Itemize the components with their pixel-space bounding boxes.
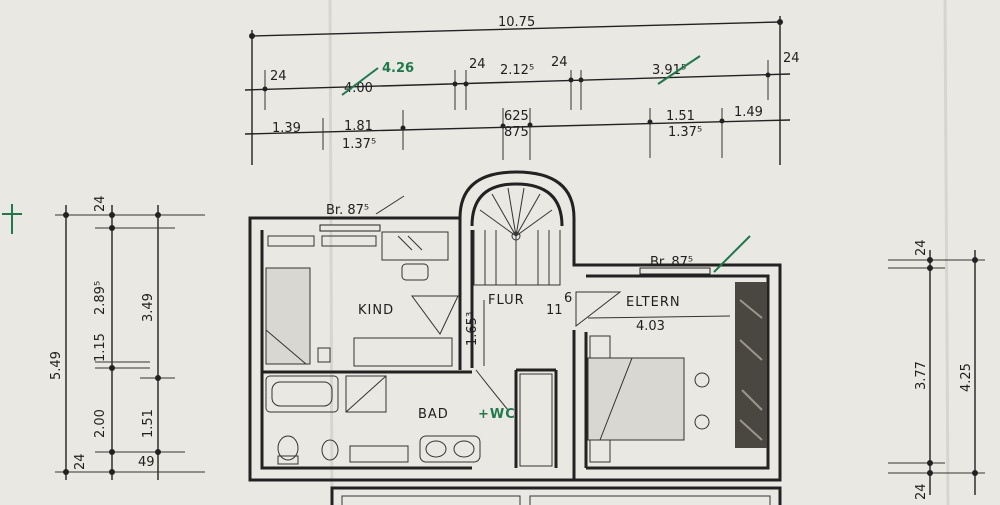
- top-dimension-lines: [244, 16, 791, 165]
- flur-steps: 11: [546, 303, 563, 318]
- dim-24c: 24: [551, 55, 568, 70]
- right-dimension-lines: [888, 250, 985, 495]
- dim-1375a: 1.37⁵: [342, 137, 376, 152]
- left-dimension-lines: [2, 204, 205, 480]
- dim-400-crossed: 4.00: [344, 81, 373, 96]
- right-dim-24a: 24: [914, 239, 929, 256]
- room-label-bad-wc: +WC: [478, 407, 516, 422]
- room-label-bad: BAD: [418, 407, 449, 422]
- left-dim-349: 3.49: [141, 293, 156, 322]
- left-dim-24: 24: [93, 195, 108, 212]
- left-dim-200: 2.00: [93, 409, 108, 438]
- dim-139: 1.39: [272, 121, 301, 136]
- eltern-dim: 4.03: [636, 319, 665, 334]
- dim-1375b: 1.37⁵: [668, 125, 702, 140]
- dim-24a: 24: [270, 69, 287, 84]
- room-label-kind: KIND: [358, 303, 394, 318]
- dim-212: 2.12⁵: [500, 63, 534, 78]
- left-dim-49: 49: [138, 455, 155, 470]
- walls: [248, 170, 782, 482]
- window-leader-eltern: [713, 235, 751, 273]
- right-dim-425: 4.25: [959, 363, 974, 392]
- window-width-eltern: Br. 87⁵: [650, 255, 693, 270]
- dim-149: 1.49: [734, 105, 763, 120]
- eltern-furniture: [587, 267, 767, 463]
- dim-426-green: 4.26: [382, 61, 414, 76]
- dim-391-crossed: 3.91⁵: [652, 63, 686, 78]
- dim-151: 1.51: [666, 109, 695, 124]
- window-width-kind: Br. 87⁵: [326, 203, 369, 218]
- eltern-dim-line: [587, 315, 731, 319]
- right-dim-24b: 24: [914, 483, 929, 500]
- right-dim-377: 3.77: [914, 361, 929, 390]
- dim-625: 625: [504, 109, 529, 124]
- left-dim-115: 1.15: [93, 333, 108, 362]
- bad-furniture: [265, 373, 553, 467]
- left-dim-151: 1.51: [141, 409, 156, 438]
- kind-furniture: [265, 231, 453, 367]
- flur-sub: 6: [564, 291, 572, 306]
- dim-24b: 24: [469, 57, 486, 72]
- fold-line: [943, 0, 950, 505]
- strike-mark: [657, 55, 701, 85]
- dim-181: 1.81: [344, 119, 373, 134]
- dim-overall: 10.75: [498, 15, 535, 30]
- strike-mark: [341, 67, 379, 96]
- fold-line: [328, 0, 334, 505]
- lower-floor-edge: [330, 486, 782, 505]
- left-dim-24b: 24: [73, 453, 88, 470]
- dim-24d: 24: [783, 51, 800, 66]
- window-leader: [375, 195, 405, 215]
- left-dim-2895: 2.89⁵: [93, 281, 108, 315]
- left-dim-549: 5.49: [49, 351, 64, 380]
- room-label-flur: FLUR: [488, 293, 525, 308]
- dim-875: 875: [504, 125, 529, 140]
- room-label-eltern: ELTERN: [626, 295, 681, 310]
- window-kind: [319, 224, 381, 232]
- flur-width: 1.65³: [465, 312, 480, 346]
